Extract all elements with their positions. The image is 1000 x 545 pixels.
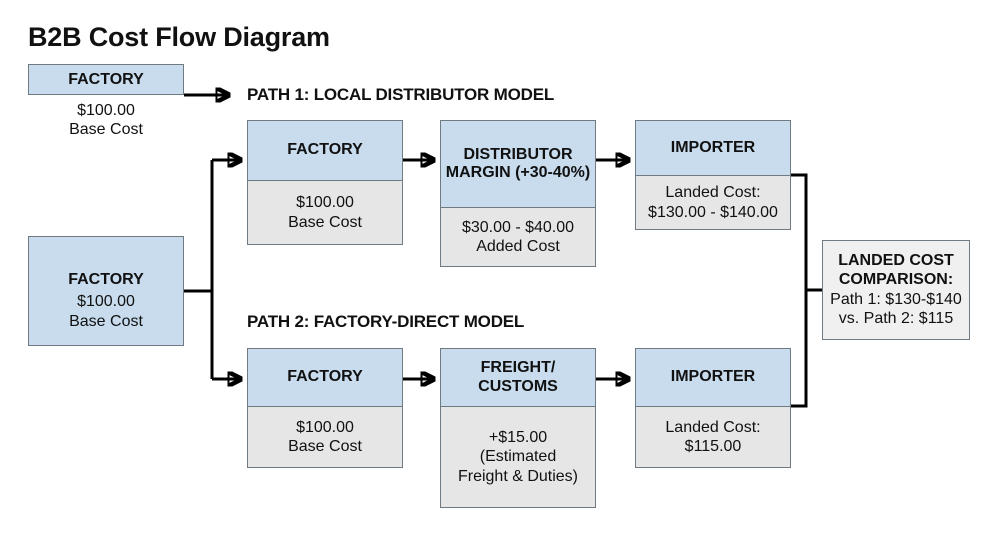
source-factory-node[interactable]: FACTORY $100.00 Base Cost: [28, 236, 184, 346]
path2-importer-node[interactable]: IMPORTER Landed Cost: $115.00: [635, 348, 791, 468]
wire-p1-importer-to-merge: [791, 173, 808, 290]
landed-cost-comparison-box[interactable]: LANDED COST COMPARISON: Path 1: $130-$14…: [822, 240, 970, 340]
legend-factory-box: FACTORY: [28, 64, 184, 95]
path1-distributor-body: $30.00 - $40.00 Added Cost: [441, 208, 595, 266]
legend-factory-caption: $100.00 Base Cost: [69, 102, 143, 139]
path1-importer-header: IMPORTER: [636, 121, 790, 176]
comparison-title: LANDED COST COMPARISON:: [838, 251, 954, 288]
path2-factory-header: FACTORY: [248, 349, 402, 407]
path-1-heading: PATH 1: LOCAL DISTRIBUTOR MODEL: [247, 85, 555, 104]
path1-importer-node[interactable]: IMPORTER Landed Cost: $130.00 - $140.00: [635, 120, 791, 230]
path1-distributor-header: DISTRIBUTOR MARGIN (+30-40%): [441, 121, 595, 208]
path2-importer-header: IMPORTER: [636, 349, 790, 407]
path1-factory-header: FACTORY: [248, 121, 402, 181]
path2-freight-body: +$15.00 (Estimated Freight & Duties): [441, 407, 595, 507]
path1-factory-node[interactable]: FACTORY $100.00 Base Cost: [247, 120, 403, 245]
source-factory-label: FACTORY: [68, 270, 144, 288]
source-factory-content: FACTORY $100.00 Base Cost: [29, 249, 183, 333]
path1-factory-body: $100.00 Base Cost: [248, 181, 402, 244]
path2-freight-header: FREIGHT/ CUSTOMS: [441, 349, 595, 407]
path1-distributor-node[interactable]: DISTRIBUTOR MARGIN (+30-40%) $30.00 - $4…: [440, 120, 596, 267]
legend-factory-label: FACTORY: [68, 70, 144, 88]
comparison-body: Path 1: $130-$140 vs. Path 2: $115: [830, 290, 962, 327]
path2-factory-node[interactable]: FACTORY $100.00 Base Cost: [247, 348, 403, 468]
source-factory-caption: $100.00 Base Cost: [69, 293, 143, 331]
path-2-heading: PATH 2: FACTORY-DIRECT MODEL: [247, 312, 525, 331]
path1-importer-body: Landed Cost: $130.00 - $140.00: [636, 176, 790, 229]
path2-freight-node[interactable]: FREIGHT/ CUSTOMS +$15.00 (Estimated Frei…: [440, 348, 596, 508]
path2-importer-body: Landed Cost: $115.00: [636, 407, 790, 467]
wire-p2-importer-to-merge: [791, 290, 808, 408]
page-title: B2B Cost Flow Diagram: [28, 22, 330, 52]
path2-factory-body: $100.00 Base Cost: [248, 407, 402, 467]
